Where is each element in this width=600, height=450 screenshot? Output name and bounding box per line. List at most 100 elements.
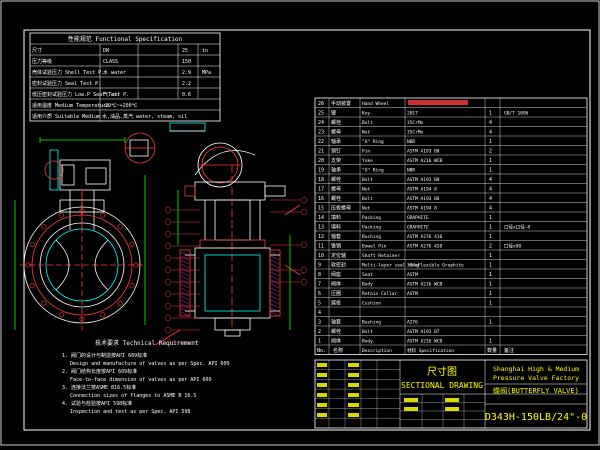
- parts-material: ASTM A194 8: [407, 206, 437, 212]
- part-balloon: [164, 254, 172, 262]
- parts-no: 12: [318, 234, 324, 240]
- part-balloon: [164, 302, 172, 310]
- title-grid-label: [317, 373, 327, 377]
- tech-item-cn: 4. 试验与检验按API 598标准: [62, 400, 132, 407]
- parts-no: 1: [318, 339, 321, 345]
- hatch-line: [180, 311, 190, 317]
- spec-row-label: 尺寸: [32, 47, 42, 54]
- hatch-line: [180, 295, 190, 301]
- tech-item-en: Inspection and test as per Spec. API 598: [70, 409, 190, 415]
- parts-name-cn: 轴承: [331, 138, 341, 145]
- parts-qty: 4: [489, 120, 492, 126]
- parts-name-cn: 轴承: [331, 167, 341, 174]
- parts-qty: 1: [489, 168, 492, 174]
- parts-qty: 1: [489, 263, 492, 269]
- parts-header-note: 备注: [504, 347, 514, 354]
- parts-material: ASTM A193 B8: [407, 196, 440, 202]
- parts-no: 19: [318, 168, 324, 174]
- spec-row-value: 2.9: [182, 70, 191, 76]
- parts-qty: 1: [489, 158, 492, 164]
- detail-view: [124, 122, 206, 164]
- parts-name-cn: 支架: [331, 157, 341, 164]
- tech-title: 技术要求 Technical Requirement: [95, 339, 199, 347]
- section-hatching: [180, 251, 280, 317]
- parts-name-cn: 阀座: [331, 271, 341, 278]
- company-name-line1: Shanghai High & Medium: [493, 365, 579, 373]
- parts-name-en: Shaft Retainer: [362, 253, 400, 259]
- part-balloon: [164, 206, 172, 214]
- company-name-line2: Pressure Valve Factory: [493, 374, 579, 382]
- parts-name-cn: 填料: [331, 224, 341, 231]
- bolt-hole: [117, 224, 123, 230]
- parts-no: 14: [318, 215, 324, 221]
- parts-material: ASTM A216 WCB: [407, 158, 443, 164]
- parts-no: 25: [318, 111, 324, 117]
- hatch-line: [270, 271, 280, 277]
- parts-name-cn: 蝶板: [331, 300, 341, 307]
- bolt-hole: [79, 208, 85, 214]
- parts-material: 35CrMo: [407, 120, 424, 126]
- parts-note: 口径x88: [504, 243, 521, 250]
- parts-qty: 1: [489, 253, 492, 259]
- parts-qty: 1: [489, 301, 492, 307]
- part-balloon: [300, 278, 308, 286]
- parts-name-cn: 轴套: [331, 319, 341, 326]
- parts-header-qty: 数量: [487, 347, 497, 354]
- parts-qty: 1: [489, 234, 492, 240]
- hatch-line: [270, 283, 280, 289]
- bolt-hole: [79, 316, 85, 322]
- parts-name-en: Body: [362, 339, 373, 345]
- parts-name-en: "O" Ring: [362, 139, 384, 145]
- parts-material: ASTM: [407, 272, 418, 278]
- product-name: 蝶阀(BUTTERFLY VALVE): [493, 386, 579, 395]
- parts-name-cn: 阀体: [331, 338, 341, 345]
- parts-qty: 4: [489, 177, 492, 183]
- bolt-hole: [129, 241, 135, 247]
- title-grid-label: [317, 363, 327, 367]
- bolt-hole: [58, 212, 64, 218]
- parts-header-cn: 名称: [333, 347, 343, 354]
- parts-no: 10: [318, 253, 324, 259]
- hatch-line: [180, 271, 190, 277]
- drawing-type-cn: 尺寸图: [427, 365, 457, 378]
- parts-name-en: Bushing: [362, 320, 381, 326]
- title-grid-label: [317, 383, 327, 387]
- parts-name-en: Hand Wheel: [362, 101, 389, 107]
- parts-name-cn: 螺母: [331, 186, 341, 193]
- spec-row-label: 密封试验压力 Seal Test P.: [32, 80, 101, 87]
- title-grid-label: [348, 413, 359, 417]
- parts-no: 15: [318, 206, 324, 212]
- parts-qty: 1: [489, 225, 492, 231]
- hatch-line: [270, 263, 280, 269]
- parts-qty: 1: [489, 320, 492, 326]
- parts-name-en: Multi-layer seal ring: [362, 263, 419, 269]
- part-balloon: [164, 338, 172, 346]
- hatch-line: [270, 251, 280, 257]
- tech-item-en: Face-to-face dimension of valves as per …: [70, 377, 211, 383]
- spec-row-label: 壳体试验压力 Shell Test P.: [32, 69, 104, 76]
- hatch-line: [270, 259, 280, 265]
- part-balloon: [164, 326, 172, 334]
- parts-name-cn: 阀体: [331, 281, 341, 288]
- parts-name-cn: 螺栓: [331, 195, 341, 202]
- parts-material: ASTM A276 420: [407, 244, 443, 250]
- bolt-hole: [41, 300, 47, 306]
- parts-no: 9: [318, 263, 321, 269]
- parts-name-en: Nut: [362, 187, 370, 193]
- parts-no: 18: [318, 177, 324, 183]
- parts-name-cn: 锥销: [331, 243, 341, 250]
- parts-qty: 4: [489, 206, 492, 212]
- spec-row-label: 适用介质 Suitable Medium: [32, 113, 100, 120]
- spec-row-label: 适用温度 Medium Temperature: [32, 102, 109, 109]
- title-grid-label: [404, 407, 418, 411]
- parts-note: 口径x口径-8: [504, 224, 530, 231]
- parts-name-cn: 轴套: [331, 233, 341, 240]
- parts-no: 22: [318, 139, 324, 145]
- part-balloon: [164, 218, 172, 226]
- hatch-line: [270, 303, 280, 309]
- drawing-type-en: SECTIONAL DRAWING: [401, 381, 483, 390]
- parts-name-en: Dowel Pin: [362, 244, 387, 250]
- hatch-line: [270, 287, 280, 293]
- title-grid-label: [348, 363, 359, 367]
- hatch-line: [180, 307, 190, 313]
